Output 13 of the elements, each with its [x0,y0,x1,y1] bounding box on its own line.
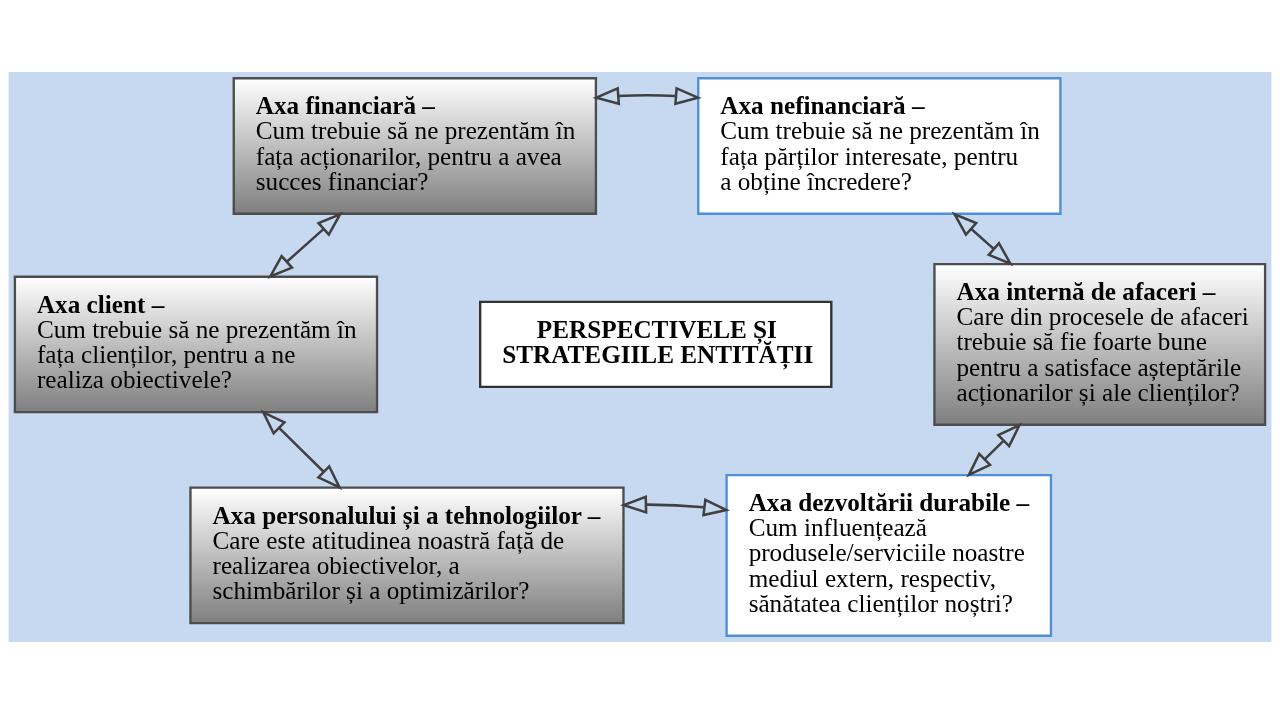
arrow [966,421,1023,478]
node-box: Axa nefinanciară – Cum trebuie să ne prezentăm în fața părților interesate, pentru a obține încredere? [697,76,1062,215]
node-box: Axa financiară – Cum trebuie să ne prezentăm în fața acționarilor, pentru a avea succes financiar? [232,76,598,215]
node-box: Axa internă de afaceri – Care din procesele de afaceri trebuie să fie foarte bune pentru a satisface așteptările acționarilor și ale clienților? [933,262,1267,426]
arrow [267,211,343,279]
arrow [951,211,1014,266]
node-box: Axa personalului și a tehnologiilor – Care este atitudinea noastră față de realizarea obiectivelor, a schimbărilor și a optimizărilor? [189,486,625,624]
node-box: PERSPECTIVELE ȘI STRATEGIILE ENTITĂȚII [479,300,833,388]
arrow [592,85,702,105]
arrow [260,409,343,490]
arrow [620,494,731,517]
node-box: Axa dezvoltării durabile – Cum influențează produsele/serviciile noastre mediul extern, respectiv, sănătatea clienților noștri? [725,473,1053,637]
node-box: Axa client – Cum trebuie să ne prezentăm în fața clienților, pentru a ne realiza obiectivele? [13,275,379,413]
